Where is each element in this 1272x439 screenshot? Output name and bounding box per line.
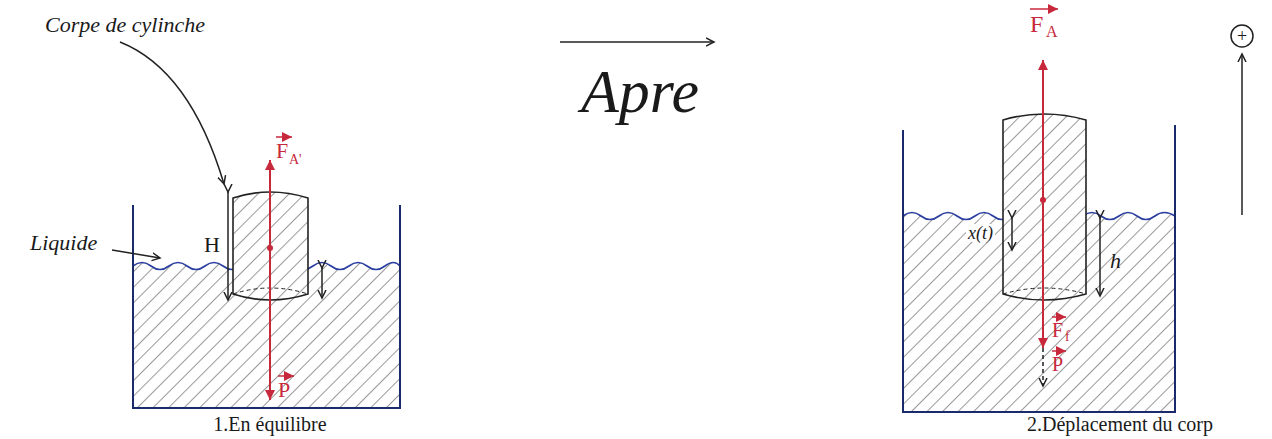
- part-label: Liquide: [30, 232, 97, 254]
- force-label: F: [276, 140, 288, 162]
- axis-sign: +: [1237, 27, 1247, 45]
- force-label: F: [1030, 12, 1043, 36]
- figure-caption: 2.Déplacement du corp: [1027, 414, 1213, 434]
- dimension-label: h: [1110, 250, 1121, 272]
- dimension-label: x(t): [966, 224, 995, 242]
- force-label: P: [278, 379, 290, 401]
- force-label: F: [1052, 320, 1063, 340]
- force-subscript: A': [289, 153, 302, 167]
- force-subscript: A: [1046, 24, 1058, 40]
- figure-caption: 1.En équilibre: [213, 414, 326, 434]
- transition-label: Apre: [581, 60, 699, 122]
- force-label: P: [1052, 354, 1063, 374]
- part-label: Corpe de cylinche: [45, 14, 205, 36]
- dimension-label: H: [204, 234, 220, 256]
- force-subscript: f: [1065, 330, 1070, 344]
